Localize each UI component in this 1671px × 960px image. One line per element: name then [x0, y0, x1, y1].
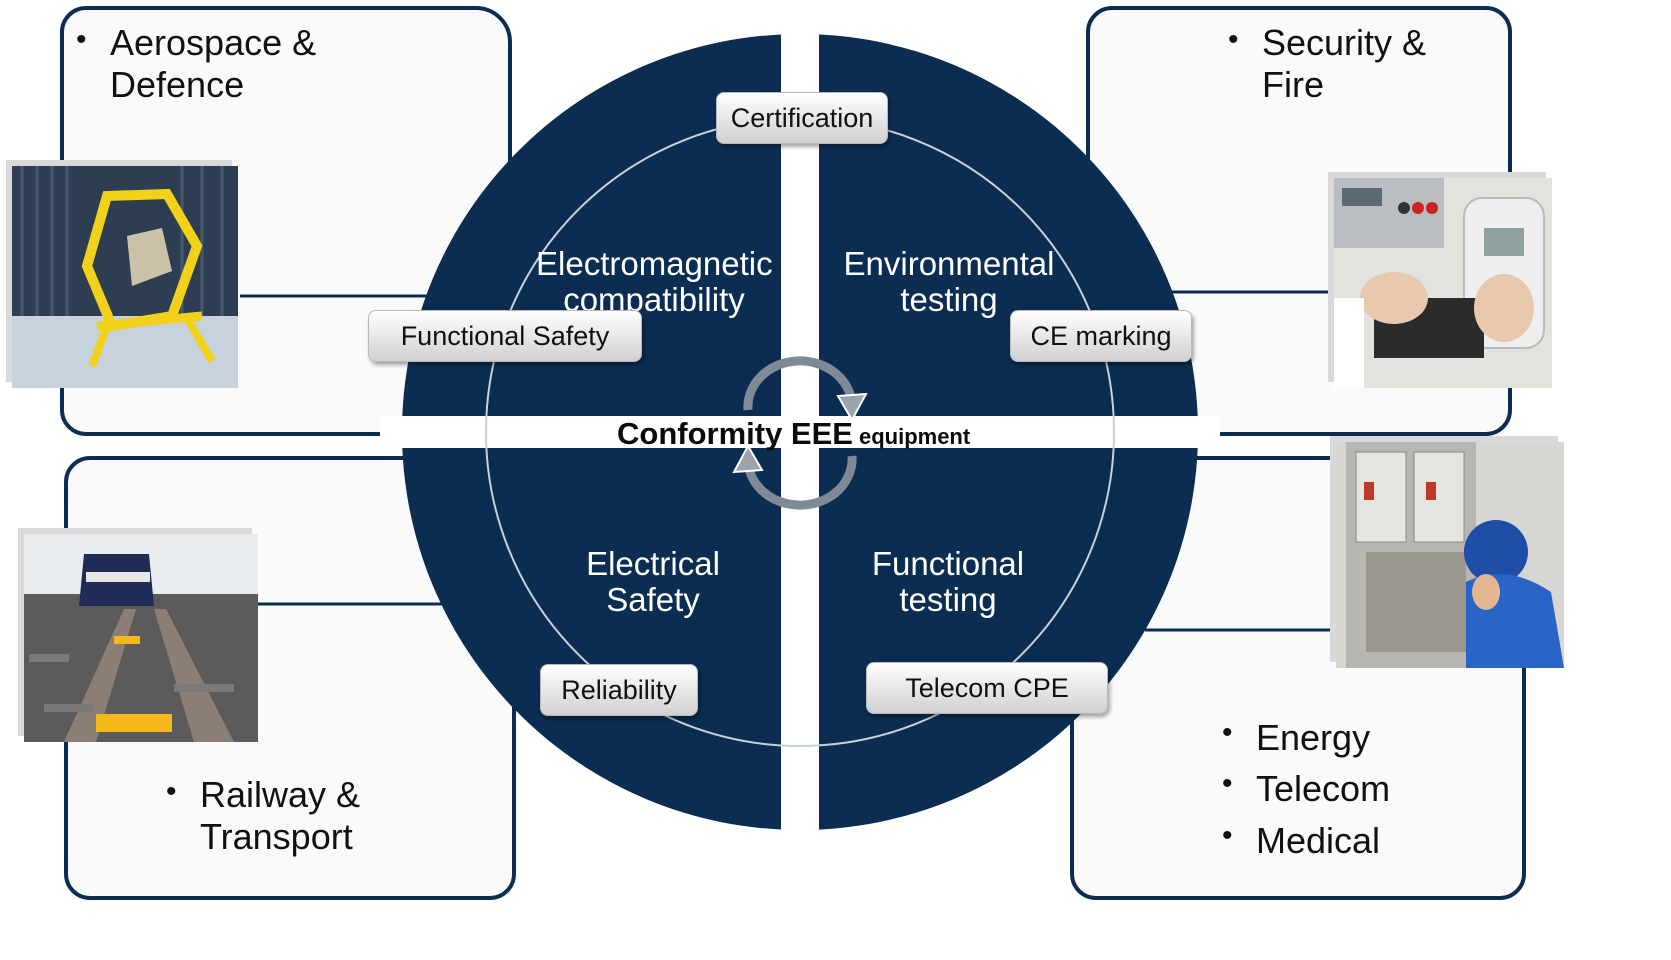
quadrant-label-environmental: Environmental testing	[843, 245, 1055, 319]
center-title-main: Conformity EEE	[617, 416, 853, 451]
quadrant-label-electrical-safety: Electrical Safety	[586, 545, 720, 619]
sector-label: Aerospace & Defence	[76, 22, 336, 107]
center-title-sub: equipment	[858, 424, 971, 449]
railway-track-photo	[24, 534, 258, 742]
sector-list-security: Security & Fire	[1228, 22, 1468, 107]
aerospace-antenna-photo	[12, 166, 238, 388]
sector-list-energy: Energy Telecom Medical	[1222, 712, 1482, 866]
badge-ce-marking: CE marking	[1010, 310, 1192, 362]
cycle-arrowheads-icon	[732, 392, 868, 474]
sector-label: Energy	[1222, 712, 1482, 763]
security-equipment-photo	[1334, 178, 1552, 388]
badge-functional-safety: Functional Safety	[368, 310, 642, 362]
badge-reliability: Reliability	[540, 664, 698, 716]
sector-label: Medical	[1222, 815, 1482, 866]
sector-label: Security & Fire	[1228, 22, 1468, 107]
energy-technician-photo	[1336, 442, 1564, 668]
sector-label: Telecom	[1222, 763, 1482, 814]
quadrant-label-functional-testing: Functional testing	[871, 545, 1025, 619]
quadrant-label-emc: Electromagnetic compatibility	[536, 245, 773, 319]
sector-list-aerospace: Aerospace & Defence	[76, 22, 336, 107]
sector-label: Railway & Transport	[166, 774, 406, 859]
sector-list-railway: Railway & Transport	[166, 774, 406, 859]
badge-certification: Certification	[716, 92, 888, 144]
badge-telecom-cpe: Telecom CPE	[866, 662, 1108, 714]
cycle-arrows-icon	[743, 356, 857, 510]
horizontal-gap	[380, 416, 1220, 448]
